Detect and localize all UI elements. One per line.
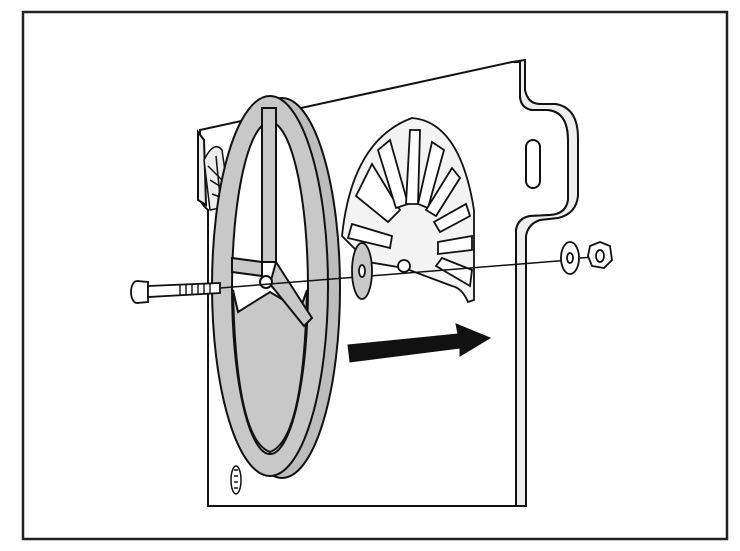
fan-guard — [341, 117, 475, 304]
hex-nut — [587, 241, 613, 269]
figure-frame — [21, 10, 729, 541]
washer — [351, 242, 373, 300]
bolt — [130, 280, 221, 304]
axis-line — [219, 259, 571, 289]
screw-slot — [230, 465, 242, 495]
arrow-right-icon — [347, 323, 492, 363]
spoked-wheel — [211, 95, 341, 479]
washer-small — [560, 241, 580, 275]
